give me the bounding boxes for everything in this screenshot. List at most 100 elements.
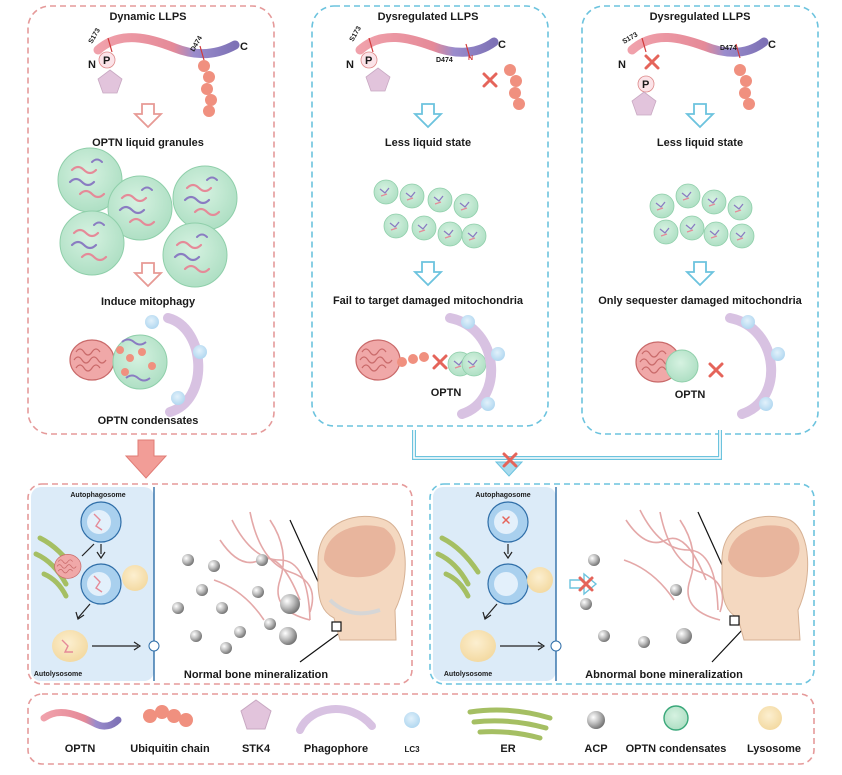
- acp-particles: [580, 554, 692, 648]
- optn-label: OPTN: [675, 389, 706, 401]
- mitochondria-icon: [69, 339, 115, 381]
- step-less-liquid: Less liquid state: [385, 137, 471, 149]
- label-n-terminus: N: [618, 59, 626, 71]
- collagen-fibers: [623, 509, 724, 621]
- sequester-scene: [635, 313, 785, 419]
- label-autophagosome: Autophagosome: [475, 492, 530, 499]
- fail-target-scene: [355, 313, 505, 419]
- legend-lysosome: Lysosome: [747, 743, 801, 755]
- down-arrow-icon: [134, 262, 162, 287]
- panel-dys2-title: Dysregulated LLPS: [650, 11, 751, 23]
- mitochondria-icon: [355, 339, 401, 381]
- stk4-icon: [631, 91, 657, 116]
- optn-protein: [93, 33, 240, 59]
- down-arrow-icon: [686, 103, 714, 128]
- label-c-terminus: C: [498, 39, 506, 51]
- legend-lc3: LC3: [404, 745, 420, 754]
- legend-condensates: OPTN condensates: [626, 743, 727, 755]
- panel-dys1-border: [311, 5, 549, 427]
- down-arrow-icon: [134, 103, 162, 128]
- lysosome-icon: [122, 565, 148, 591]
- stk4-icon: [97, 69, 123, 94]
- label-s173: S173: [88, 27, 102, 45]
- label-mutation: N: [468, 55, 473, 62]
- panel-dynamic-title: Dynamic LLPS: [109, 11, 186, 23]
- legend-phagophore: Phagophore: [304, 743, 368, 755]
- panel-dynamic-llps: Dynamic LLPS S173 D474 N C P OPTN liquid…: [27, 5, 275, 435]
- step-optn-condensates: OPTN condensates: [98, 415, 199, 427]
- panel-dynamic-border: [27, 5, 275, 435]
- legend-acp: ACP: [584, 743, 607, 755]
- autolysosome-icon: [460, 630, 496, 662]
- panel-dys2-border: [581, 5, 819, 435]
- legend-er-icon: [467, 707, 553, 741]
- er-icon: [435, 535, 481, 599]
- panel-abnormal-border: [429, 483, 815, 685]
- legend-phagophore-icon: [296, 705, 376, 734]
- panel-normal-bone: Autophagosome Autolysosome: [27, 483, 413, 685]
- label-autophagosome: Autophagosome: [70, 492, 125, 499]
- step-less-liquid: Less liquid state: [657, 137, 743, 149]
- ubiquitin-chain-icon: [734, 64, 755, 110]
- label-autolysosome: Autolysosome: [444, 671, 492, 678]
- panel-abnormal-bone: Autophagosome Autolysosome: [429, 483, 815, 685]
- caption-abnormal: Abnormal bone mineralization: [585, 669, 743, 681]
- label-phospho: P: [642, 79, 649, 91]
- blocked-x-icon: [482, 72, 498, 88]
- legend-condensates-icon: [663, 705, 689, 731]
- optn-protein: [627, 33, 769, 57]
- panel-normal-border: [27, 483, 413, 685]
- lysosome-icon: [527, 567, 553, 593]
- head-illustration: [317, 515, 406, 641]
- down-arrow-icon: [686, 261, 714, 286]
- panel-dysregulated-2: Dysregulated LLPS S173 D474 N C P Less l…: [581, 5, 819, 435]
- down-arrow-icon: [414, 103, 442, 128]
- ubiquitin-chain-icon: [504, 64, 525, 110]
- step-liquid-granules: OPTN liquid granules: [92, 137, 204, 149]
- step-induce-mitophagy: Induce mitophagy: [101, 296, 196, 308]
- legend-stk4-icon: [240, 699, 272, 730]
- small-granules-group: [649, 183, 755, 249]
- autolysosome-icon: [52, 630, 88, 662]
- caption-normal: Normal bone mineralization: [184, 669, 329, 681]
- label-autolysosome: Autolysosome: [34, 671, 82, 678]
- optn-protein: [355, 33, 499, 57]
- blocked-x-icon: [644, 54, 660, 70]
- legend-stk4: STK4: [242, 743, 271, 755]
- legend-optn: OPTN: [65, 743, 96, 755]
- label-s173: S173: [349, 25, 363, 43]
- label-n-terminus: N: [346, 59, 354, 71]
- down-arrow-icon: [414, 261, 442, 286]
- head-illustration: [721, 515, 809, 641]
- small-granules-group: [373, 179, 487, 249]
- phagophore-icon: [163, 313, 204, 417]
- legend-lysosome-icon: [758, 706, 782, 730]
- label-c-terminus: C: [768, 39, 776, 51]
- legend: OPTN Ubiquitin chain STK4 Phagophore LC3…: [27, 693, 815, 765]
- panel-dys1-title: Dysregulated LLPS: [378, 11, 479, 23]
- step-only-sequester: Only sequester damaged mitochondria: [598, 295, 802, 307]
- label-phospho: P: [365, 55, 372, 67]
- label-d474: D474: [720, 45, 737, 52]
- legend-ubiquitin: Ubiquitin chain: [130, 743, 210, 755]
- connector-arrows: [124, 430, 722, 479]
- stk4-icon: [365, 67, 391, 92]
- label-c-terminus: C: [240, 41, 248, 53]
- mitophagy-scene: [69, 313, 207, 417]
- label-n-terminus: N: [88, 59, 96, 71]
- panel-dysregulated-1: Dysregulated LLPS S173 D474 N N C P Less…: [311, 5, 549, 427]
- label-d474: D474: [436, 57, 453, 64]
- legend-optn-icon: [40, 709, 122, 730]
- label-phospho: P: [103, 55, 110, 67]
- acp-particles: [172, 554, 300, 654]
- step-fail-target: Fail to target damaged mitochondria: [333, 295, 524, 307]
- optn-label: OPTN: [431, 387, 462, 399]
- legend-er: ER: [500, 743, 515, 755]
- legend-acp-icon: [587, 711, 605, 729]
- legend-lc3-icon: [404, 712, 420, 728]
- legend-ubiquitin-icon: [143, 705, 193, 727]
- ubiquitin-chain-icon: [198, 60, 217, 117]
- big-red-arrow: [124, 439, 168, 479]
